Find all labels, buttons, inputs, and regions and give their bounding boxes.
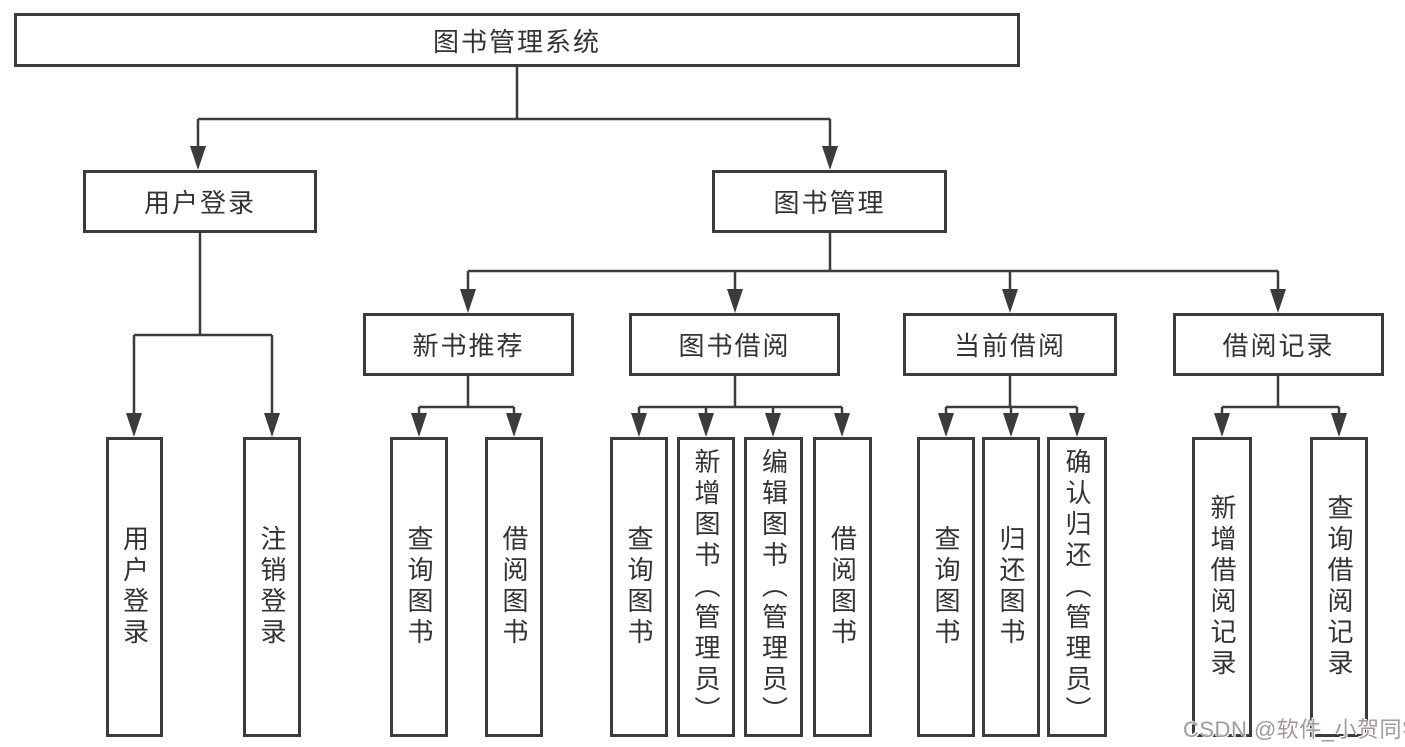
csdn-watermark: CSDN @软件_小贺同学 <box>1183 717 1405 742</box>
leaf-query-books-borrow: 查询图书 <box>610 437 668 737</box>
arrowhead <box>1270 289 1286 313</box>
leaf-query-books-current: 查询图书 <box>917 437 975 737</box>
connectors-user-login <box>126 233 280 437</box>
leaf-add-books-admin: 新增图书（管理员） <box>677 437 735 737</box>
arrowhead <box>411 413 427 437</box>
arrowhead <box>460 289 476 313</box>
node-current-borrow: 当前借阅 <box>903 313 1117 376</box>
leaf-user-login: 用户登录 <box>106 437 163 737</box>
leaf-borrow-books: 借阅图书 <box>813 437 872 737</box>
leaf-query-borrow-record: 查询借阅记录 <box>1310 437 1368 737</box>
arrowhead <box>938 413 954 437</box>
arrowhead <box>1214 413 1230 437</box>
arrowhead <box>126 413 142 437</box>
arrowhead <box>631 413 647 437</box>
connectors-book-management <box>460 233 1286 313</box>
leaf-query-books-recommend: 查询图书 <box>390 437 448 737</box>
leaf-edit-books-admin: 编辑图书（管理员） <box>744 437 803 737</box>
arrowhead <box>1003 413 1019 437</box>
node-book-management: 图书管理 <box>712 170 947 233</box>
arrowhead <box>765 413 781 437</box>
node-user-login: 用户登录 <box>83 170 317 233</box>
leaf-logout: 注销登录 <box>243 437 301 737</box>
arrowhead <box>727 289 743 313</box>
node-borrow-records: 借阅记录 <box>1173 313 1384 376</box>
connectors-borrow-records <box>1214 376 1347 437</box>
leaf-borrow-books-recommend: 借阅图书 <box>485 437 543 737</box>
arrowhead <box>822 146 838 170</box>
arrowhead <box>1331 413 1347 437</box>
connectors-root <box>190 67 838 170</box>
arrowhead <box>1069 413 1085 437</box>
arrowhead <box>834 413 850 437</box>
leaf-return-books: 归还图书 <box>982 437 1040 737</box>
node-root: 图书管理系统 <box>14 13 1020 67</box>
arrowhead <box>1002 289 1018 313</box>
node-book-borrow: 图书借阅 <box>629 313 840 376</box>
connectors-new-book-recommend <box>411 376 522 437</box>
arrowhead <box>506 413 522 437</box>
arrowhead <box>698 413 714 437</box>
connectors-current-borrow <box>938 376 1085 437</box>
node-new-book-recommend: 新书推荐 <box>363 313 574 376</box>
connectors-book-borrow <box>631 376 850 437</box>
arrowhead <box>264 413 280 437</box>
leaf-confirm-return-admin: 确认归还（管理员） <box>1047 437 1107 737</box>
arrowhead <box>190 146 206 170</box>
leaf-add-borrow-record: 新增借阅记录 <box>1192 437 1252 737</box>
